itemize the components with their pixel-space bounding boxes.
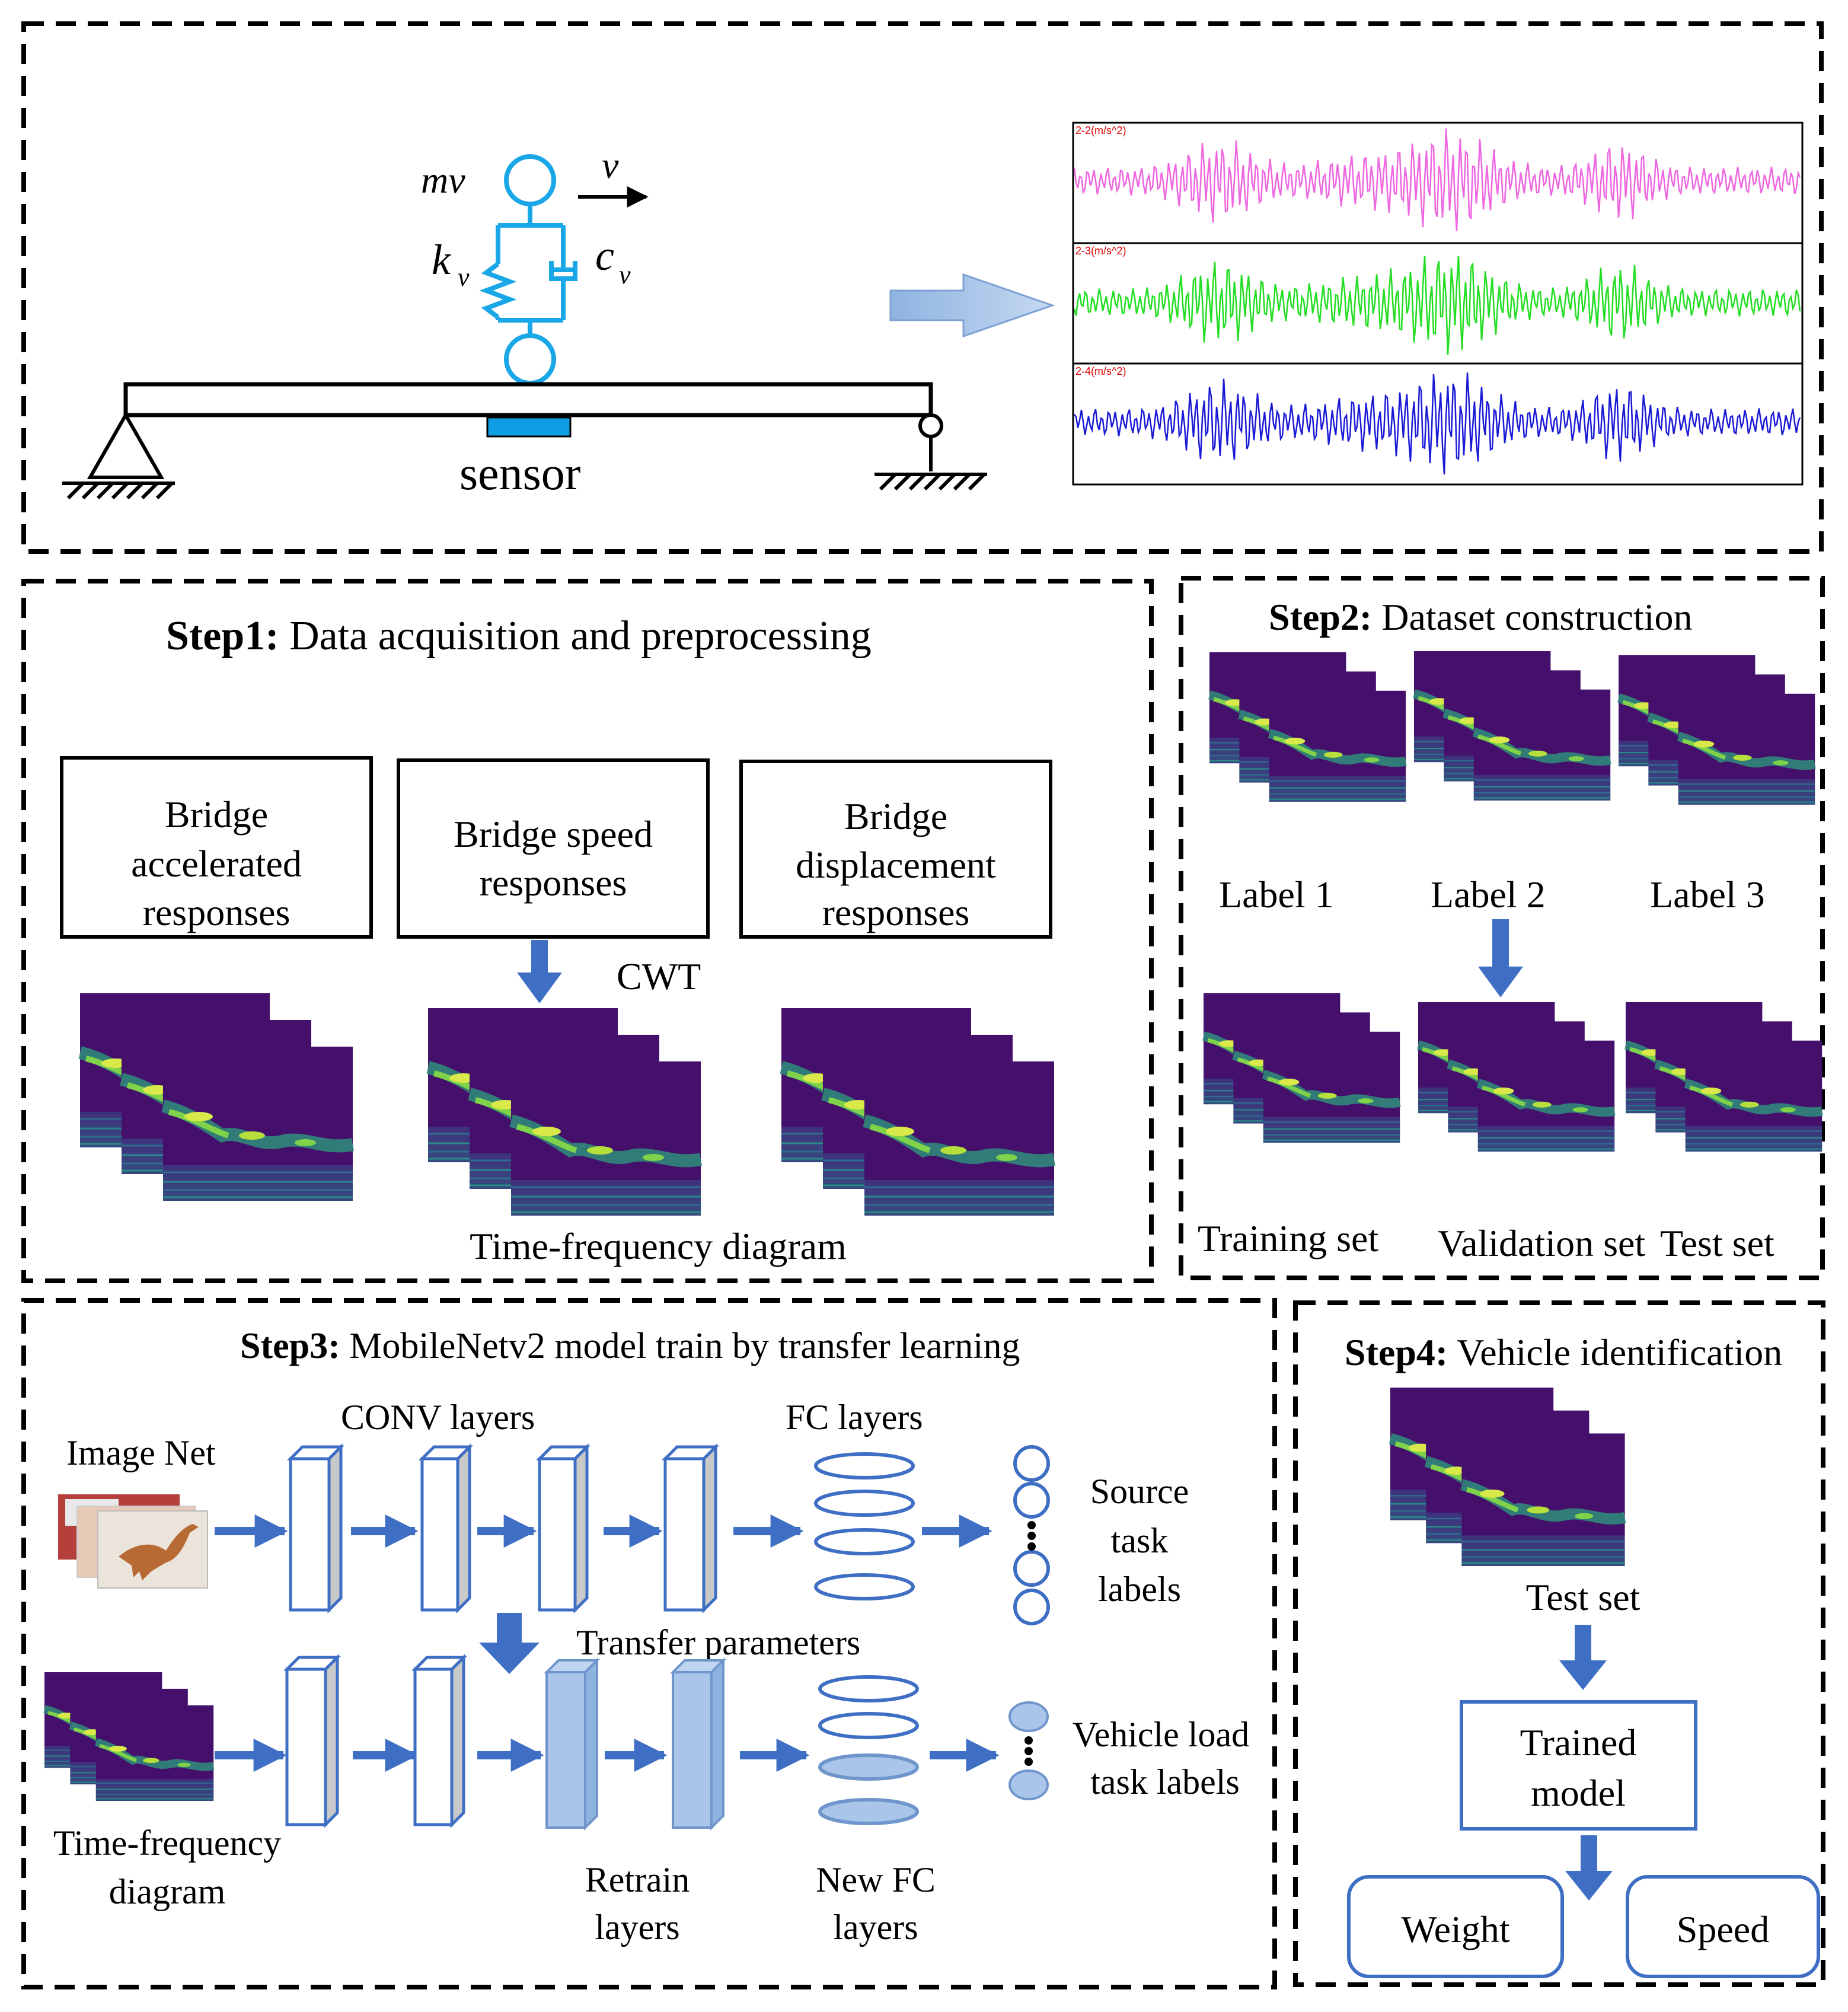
top-fc-layers — [814, 1452, 915, 1600]
fc-layers-label: FC layers — [786, 1398, 923, 1437]
pin-support-icon — [62, 411, 175, 500]
spectrogram-stack-1 — [80, 993, 353, 1201]
step1-box-accel-line3: responses — [143, 891, 291, 933]
sensor-block — [486, 416, 572, 438]
new-fc-layers — [818, 1675, 919, 1825]
step1-box-accel-line2: accelerated — [131, 843, 302, 885]
image-net-photos — [58, 1494, 208, 1589]
trained-model-box — [1460, 1700, 1697, 1831]
step3-title: Step3: MobileNetv2 model train by transf… — [240, 1326, 1020, 1366]
step1-caption: Time-frequency diagram — [470, 1225, 847, 1267]
stiffness-label: k — [432, 236, 452, 283]
cwt-label: CWT — [617, 955, 701, 997]
step2-down-arrow-icon — [1478, 919, 1523, 997]
step2-label1-stack — [1209, 652, 1406, 802]
step2-label-3: Label 3 — [1650, 873, 1765, 916]
step1-title: Step1: Data acquisition and preprocessin… — [166, 613, 872, 659]
channel-1-label: 2-2(m/s^2) — [1075, 125, 1126, 136]
vehicle-ellipsis-icon — [1024, 1736, 1033, 1766]
source-label-line3: labels — [1098, 1570, 1181, 1609]
channel-3-label: 2-4(m/s^2) — [1075, 365, 1126, 377]
top-conv-layers — [286, 1443, 720, 1614]
test-set-label: Test set — [1660, 1222, 1774, 1264]
velocity-label: v — [602, 144, 619, 186]
step4-panel-frame — [1293, 1300, 1825, 1987]
step2-title: Step2: Dataset construction — [1269, 596, 1693, 638]
damping-subscript: v — [619, 260, 631, 289]
step4-arrow-2-icon — [1565, 1835, 1613, 1901]
retrain-line1: Retrain — [585, 1860, 690, 1899]
step3-input-spectrogram — [44, 1672, 213, 1801]
tf-diagram-line1: Time-frequency — [53, 1823, 281, 1863]
image-net-label: Image Net — [66, 1433, 216, 1472]
step1-box-speed-line2: responses — [480, 862, 627, 904]
damping-label: c — [595, 232, 614, 279]
spectrogram-stack-3 — [781, 1008, 1054, 1216]
step2-label-2: Label 2 — [1431, 873, 1546, 916]
trained-model-line1: Trained — [1520, 1721, 1637, 1764]
source-ellipsis-icon — [1027, 1521, 1036, 1551]
trained-model-line2: model — [1531, 1772, 1626, 1814]
source-label-nodes — [1013, 1445, 1050, 1625]
step1-box-speed — [397, 758, 710, 939]
stiffness-subscript: v — [458, 263, 470, 292]
retrain-layers — [544, 1657, 726, 1831]
channel-2-label: 2-3(m/s^2) — [1075, 245, 1126, 257]
vehicle-labels-line1: Vehicle load — [1073, 1715, 1249, 1754]
vehicle-model — [479, 154, 577, 385]
channel-1-waveform — [1073, 128, 1801, 231]
step4-title: Step4: Vehicle identification — [1345, 1331, 1782, 1373]
step1-box-disp-line1: Bridge — [844, 795, 947, 837]
transfer-parameters-label: Transfer parameters — [576, 1623, 860, 1662]
top-panel-border — [21, 21, 1824, 554]
signal-plots: 2-2(m/s^2) 2-3(m/s^2) 2-4(m/s^2) — [1072, 122, 1804, 486]
transfer-arrow-icon — [479, 1613, 540, 1674]
step2-label2-stack — [1414, 651, 1610, 801]
training-set-stack — [1204, 993, 1400, 1143]
tf-diagram-line2: diagram — [109, 1872, 226, 1911]
speed-output-box — [1626, 1875, 1820, 1978]
spectrogram-stack-2 — [428, 1008, 701, 1216]
step4-arrow-1-icon — [1559, 1625, 1607, 1690]
step1-box-accel — [60, 756, 373, 939]
step3-panel-border — [21, 1298, 1277, 1989]
new-fc-line2: layers — [833, 1908, 918, 1947]
validation-set-label: Validation set — [1438, 1222, 1645, 1264]
channel-2-waveform — [1073, 256, 1801, 355]
step1-box-accel-line1: Bridge — [165, 793, 268, 836]
conv-layers-label: CONV layers — [341, 1398, 535, 1437]
training-set-label: Training set — [1198, 1217, 1378, 1260]
sensor-label: sensor — [459, 448, 580, 500]
weight-output-label: Weight — [1401, 1908, 1509, 1950]
step4-test-spectrogram — [1390, 1388, 1625, 1566]
step1-box-disp — [739, 760, 1052, 939]
signal-arrow-icon — [889, 273, 1055, 338]
step1-box-disp-line2: displacement — [796, 844, 996, 886]
mass-label: mv — [421, 159, 465, 201]
step2-label3-stack — [1619, 655, 1815, 805]
bottom-frozen-layers — [283, 1653, 468, 1829]
roller-support-icon — [874, 413, 987, 491]
weight-output-box — [1347, 1875, 1564, 1978]
source-label-line2: task — [1111, 1521, 1169, 1560]
channel-3-waveform — [1074, 372, 1801, 475]
step2-panel-border — [1179, 576, 1825, 1280]
test-set-stack — [1626, 1002, 1822, 1152]
step1-box-speed-line1: Bridge speed — [454, 813, 653, 855]
validation-set-stack — [1418, 1002, 1614, 1152]
cwt-down-arrow-icon — [517, 940, 562, 1003]
step2-label-1: Label 1 — [1219, 873, 1334, 916]
bridge-beam — [123, 382, 933, 417]
vehicle-label-nodes — [1008, 1701, 1049, 1800]
vehicle-labels-line2: task labels — [1090, 1762, 1240, 1801]
step4-test-set-label: Test set — [1526, 1576, 1640, 1618]
retrain-line2: layers — [595, 1908, 679, 1947]
new-fc-line1: New FC — [816, 1860, 936, 1899]
step1-panel-border — [21, 579, 1154, 1283]
source-label-line1: Source — [1090, 1472, 1189, 1511]
step1-box-disp-line3: responses — [822, 891, 970, 933]
speed-output-label: Speed — [1677, 1908, 1769, 1950]
